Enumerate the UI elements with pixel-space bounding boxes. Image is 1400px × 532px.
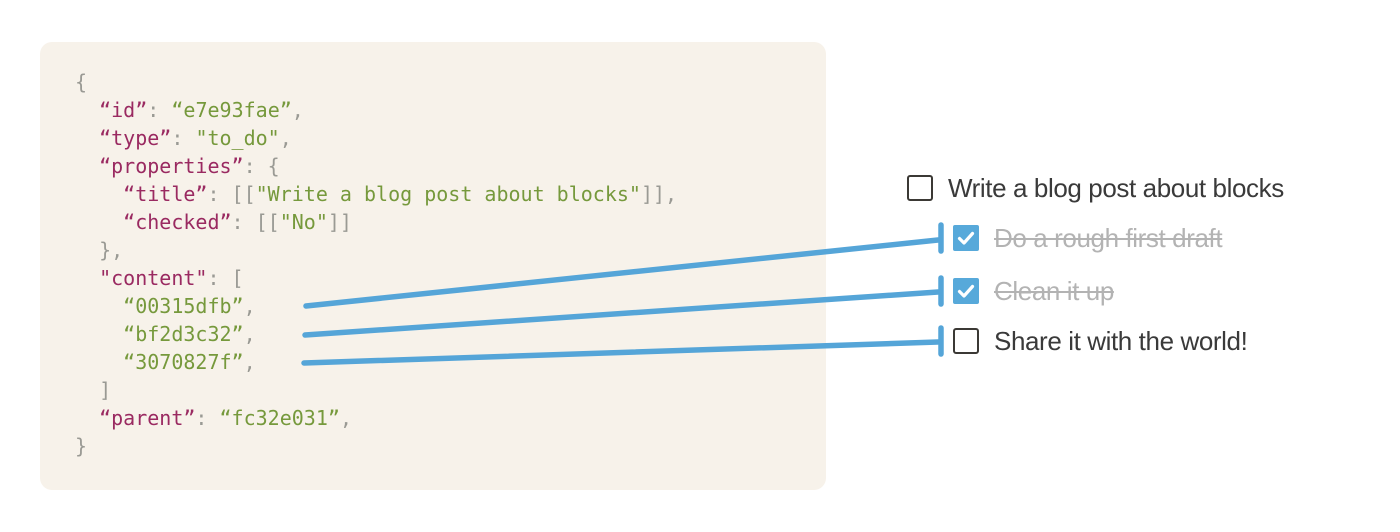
json-value: “bf2d3c32” <box>123 322 244 346</box>
json-punctuation: : <box>171 126 196 150</box>
json-punctuation: : <box>195 406 220 430</box>
json-value: “e7e93fae” <box>171 98 292 122</box>
json-punctuation: , <box>279 126 292 150</box>
json-punctuation: { <box>75 70 88 94</box>
code-line: }, <box>75 236 798 264</box>
json-punctuation: , <box>243 294 256 318</box>
json-punctuation: ]], <box>640 182 678 206</box>
code-line: } <box>75 432 798 460</box>
code-line: “title”: [["Write a blog post about bloc… <box>75 180 798 208</box>
json-key: "content" <box>99 266 208 290</box>
json-value: "No" <box>279 210 328 234</box>
json-value: “fc32e031” <box>219 406 340 430</box>
checkmark-icon <box>957 284 975 298</box>
json-punctuation: ]] <box>327 210 352 234</box>
checkbox-unchecked-icon[interactable] <box>953 328 979 354</box>
json-punctuation <box>75 266 99 290</box>
json-punctuation <box>75 322 123 346</box>
json-punctuation <box>75 154 99 178</box>
json-key: “id” <box>99 98 148 122</box>
code-line: “type”: "to_do", <box>75 124 798 152</box>
json-punctuation: , <box>243 322 256 346</box>
json-key: “checked” <box>123 210 232 234</box>
todo-item: Clean it up <box>953 278 1114 304</box>
json-punctuation <box>75 126 99 150</box>
json-punctuation: : [ <box>207 266 244 290</box>
json-punctuation: }, <box>75 238 124 262</box>
checkbox-checked-icon[interactable] <box>953 225 979 251</box>
json-key: “title” <box>123 182 208 206</box>
todo-item: Share it with the world! <box>953 326 1248 356</box>
json-code-block: { “id”: “e7e93fae”, “type”: "to_do", “pr… <box>40 42 826 490</box>
code-line: “properties”: { <box>75 152 798 180</box>
todo-item-label: Do a rough first draft <box>994 223 1223 253</box>
checkmark-icon <box>957 231 975 245</box>
todo-item-label: Write a blog post about blocks <box>948 173 1284 203</box>
json-key: “parent” <box>99 406 196 430</box>
json-punctuation: ] <box>75 378 112 402</box>
json-punctuation: : [[ <box>231 210 280 234</box>
checkbox-unchecked-icon[interactable] <box>907 175 933 201</box>
todo-item: Write a blog post about blocks <box>907 175 1284 201</box>
todo-item-label: Clean it up <box>994 276 1114 306</box>
json-punctuation: , <box>339 406 352 430</box>
json-value: “3070827f” <box>123 350 244 374</box>
code-line: “checked”: [["No"]] <box>75 208 798 236</box>
json-key: “type” <box>99 126 172 150</box>
json-punctuation: } <box>75 434 88 458</box>
json-punctuation <box>75 98 99 122</box>
json-punctuation: : [[ <box>207 182 256 206</box>
json-key: “properties” <box>99 154 244 178</box>
code-line: { <box>75 68 798 96</box>
todo-item: Do a rough first draft <box>953 223 1223 253</box>
json-value: "to_do" <box>195 126 280 150</box>
code-line: “parent”: “fc32e031”, <box>75 404 798 432</box>
checkbox-checked-icon[interactable] <box>953 278 979 304</box>
todo-item-label: Share it with the world! <box>994 326 1248 356</box>
json-value: "Write a blog post about blocks" <box>255 182 641 206</box>
code-line: “bf2d3c32”, <box>75 320 798 348</box>
json-punctuation: : <box>147 98 172 122</box>
json-punctuation <box>75 210 123 234</box>
code-line: “id”: “e7e93fae”, <box>75 96 798 124</box>
json-punctuation <box>75 406 99 430</box>
json-punctuation <box>75 182 123 206</box>
json-value: “00315dfb” <box>123 294 244 318</box>
code-line: “3070827f”, <box>75 348 798 376</box>
json-punctuation: , <box>243 350 256 374</box>
code-line: "content": [ <box>75 264 798 292</box>
code-content: { “id”: “e7e93fae”, “type”: "to_do", “pr… <box>40 42 826 460</box>
code-line: “00315dfb”, <box>75 292 798 320</box>
code-line: ] <box>75 376 798 404</box>
json-punctuation <box>75 294 123 318</box>
json-punctuation: , <box>291 98 304 122</box>
json-punctuation <box>75 350 123 374</box>
json-punctuation: : { <box>243 154 280 178</box>
